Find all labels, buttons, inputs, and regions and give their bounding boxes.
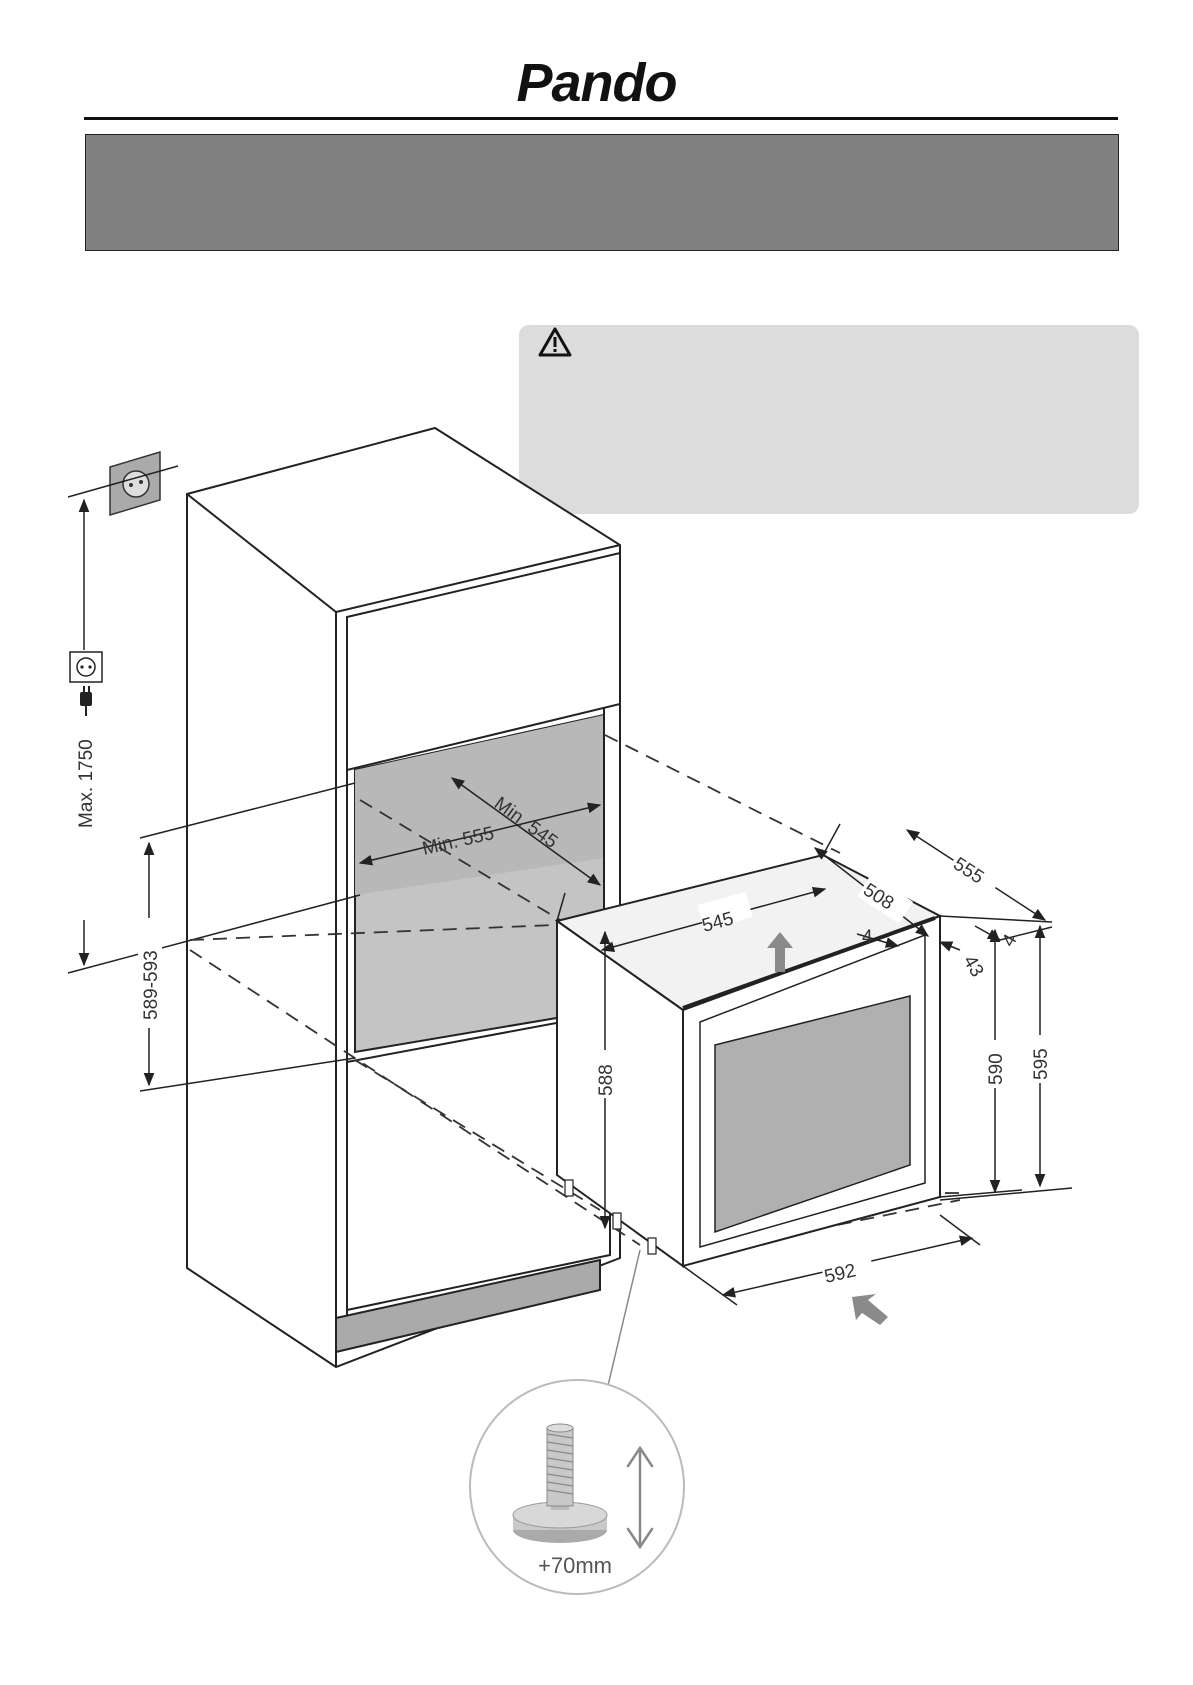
header-rule [84,117,1118,120]
dim-595-label: 595 [1031,1048,1052,1080]
warning-box [519,325,1139,514]
foot-adjustment-caption: +70mm [538,1553,612,1578]
warning-icon [538,327,572,357]
dim-4-right-label: 4 [998,930,1022,950]
max-height-label: Max. 1750 [76,739,97,828]
niche-height-label: 589-593 [141,950,162,1020]
dim-43-label: 43 [959,952,988,981]
socket-icon [109,450,161,517]
socket-small-icon [69,651,103,683]
dim-4-left-label: 4 [862,927,873,948]
niche-width-dimension [358,777,602,886]
column-cabinet [186,426,621,1369]
dim-590-label: 590 [986,1053,1007,1085]
adjustable-foot-icon [512,1423,654,1550]
dim-588-label: 588 [596,1064,617,1096]
foot-detail-circle [469,1379,685,1595]
detail-leader-line [606,1249,641,1391]
title-banner [85,134,1119,251]
brand-logo: Pando [516,53,677,113]
plug-icon [80,686,92,716]
